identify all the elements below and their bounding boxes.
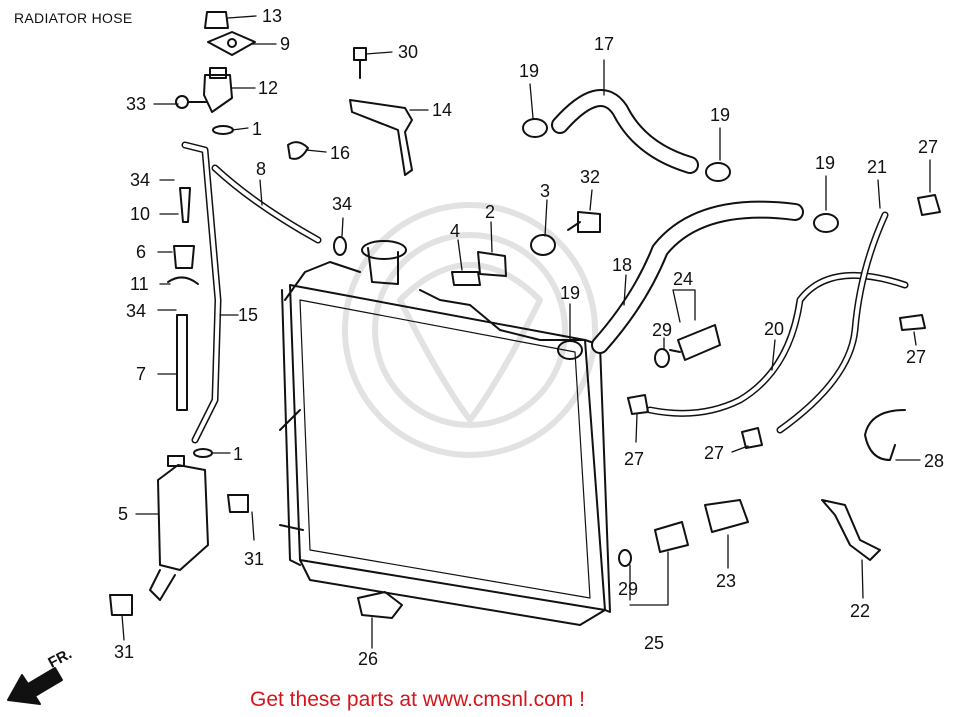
callout-23: 23 [716,571,737,591]
part-1a [212,125,234,135]
callout-19b: 19 [710,105,731,125]
watermark-logo [342,202,598,458]
hose-21 [776,211,889,434]
part-32 [567,211,601,233]
callout-22: 22 [850,601,871,621]
callout-25: 25 [644,633,665,653]
callout-9: 9 [280,34,291,54]
hose-20 [646,271,909,417]
washer-29a [654,348,670,368]
hose-17 [551,89,699,174]
part-1b [193,448,213,458]
part-7 [176,314,188,411]
hose-15 [181,141,222,444]
callout-1b: 1 [233,444,244,464]
callout-34a: 34 [130,170,151,190]
hose-18 [591,200,804,354]
callout-32: 32 [580,167,601,187]
hose-8 [211,164,322,244]
reservoir-5 [149,455,209,601]
part-23 [704,499,749,533]
part-14 [349,99,413,176]
callout-15: 15 [238,305,259,325]
footer-link[interactable]: Get these parts at www.cmsnl.com ! [250,688,585,711]
clamp-27c [627,394,649,415]
callout-28: 28 [924,451,945,471]
callout-7: 7 [136,364,147,384]
part-22 [821,499,881,561]
callout-33: 33 [126,94,147,114]
callout-4: 4 [450,221,461,241]
callout-2: 2 [485,202,496,222]
leader-lines [121,15,931,649]
callout-12: 12 [258,78,279,98]
part-31a [227,494,249,513]
washer-29b [618,549,632,567]
clamp-19b [705,162,731,182]
callout-1a: 1 [252,119,263,139]
part-28 [864,409,906,461]
callout-29a: 29 [652,320,673,340]
part-13 [204,11,229,29]
callout-29b: 29 [618,579,639,599]
callout-19a: 19 [519,61,540,81]
callout-10: 10 [130,204,151,224]
part-33 [175,95,207,109]
part-4 [451,271,481,286]
clamp-19a [522,118,548,138]
clamp-27b [899,314,926,331]
callout-27b: 27 [906,347,927,367]
part-24 [669,324,721,361]
callout-34b: 34 [126,301,147,321]
callout-20: 20 [764,319,785,339]
callout-19c: 19 [815,153,836,173]
clamp-19d [557,340,583,360]
part-9 [207,31,256,56]
callout-30: 30 [398,42,419,62]
callout-31b: 31 [114,642,135,662]
callout-3: 3 [540,181,551,201]
callout-31a: 31 [244,549,265,569]
part-6 [173,245,195,269]
callout-11: 11 [130,274,149,294]
callout-27a: 27 [918,137,939,157]
front-arrow-icon [7,667,63,705]
callout-14: 14 [432,100,453,120]
callout-6: 6 [136,242,147,262]
callout-17: 17 [594,34,615,54]
callout-19d: 19 [560,283,581,303]
callout-34c: 34 [332,194,353,214]
part-26 [357,591,403,619]
callout-24: 24 [673,269,694,289]
callout-18: 18 [612,255,633,275]
part-10 [179,187,191,223]
clamp-27d [741,427,763,449]
part-34c [333,236,347,256]
callout-27d: 27 [704,443,725,463]
part-11 [167,276,199,285]
part-12 [203,67,233,113]
callout-26: 26 [358,649,379,669]
part-3 [530,234,556,256]
part-16 [287,141,309,160]
clamp-19c [813,213,839,233]
part-2 [477,251,507,277]
callout-8: 8 [256,159,267,179]
callout-13: 13 [262,6,283,26]
diagram-title: RADIATOR HOSE [14,10,133,26]
part-31b [109,594,133,616]
clamp-27a [917,194,941,216]
callout-5: 5 [118,504,129,524]
callout-21: 21 [867,157,888,177]
callout-16: 16 [330,143,351,163]
callout-27c: 27 [624,449,645,469]
part-25 [654,521,689,553]
part-30 [353,47,367,79]
